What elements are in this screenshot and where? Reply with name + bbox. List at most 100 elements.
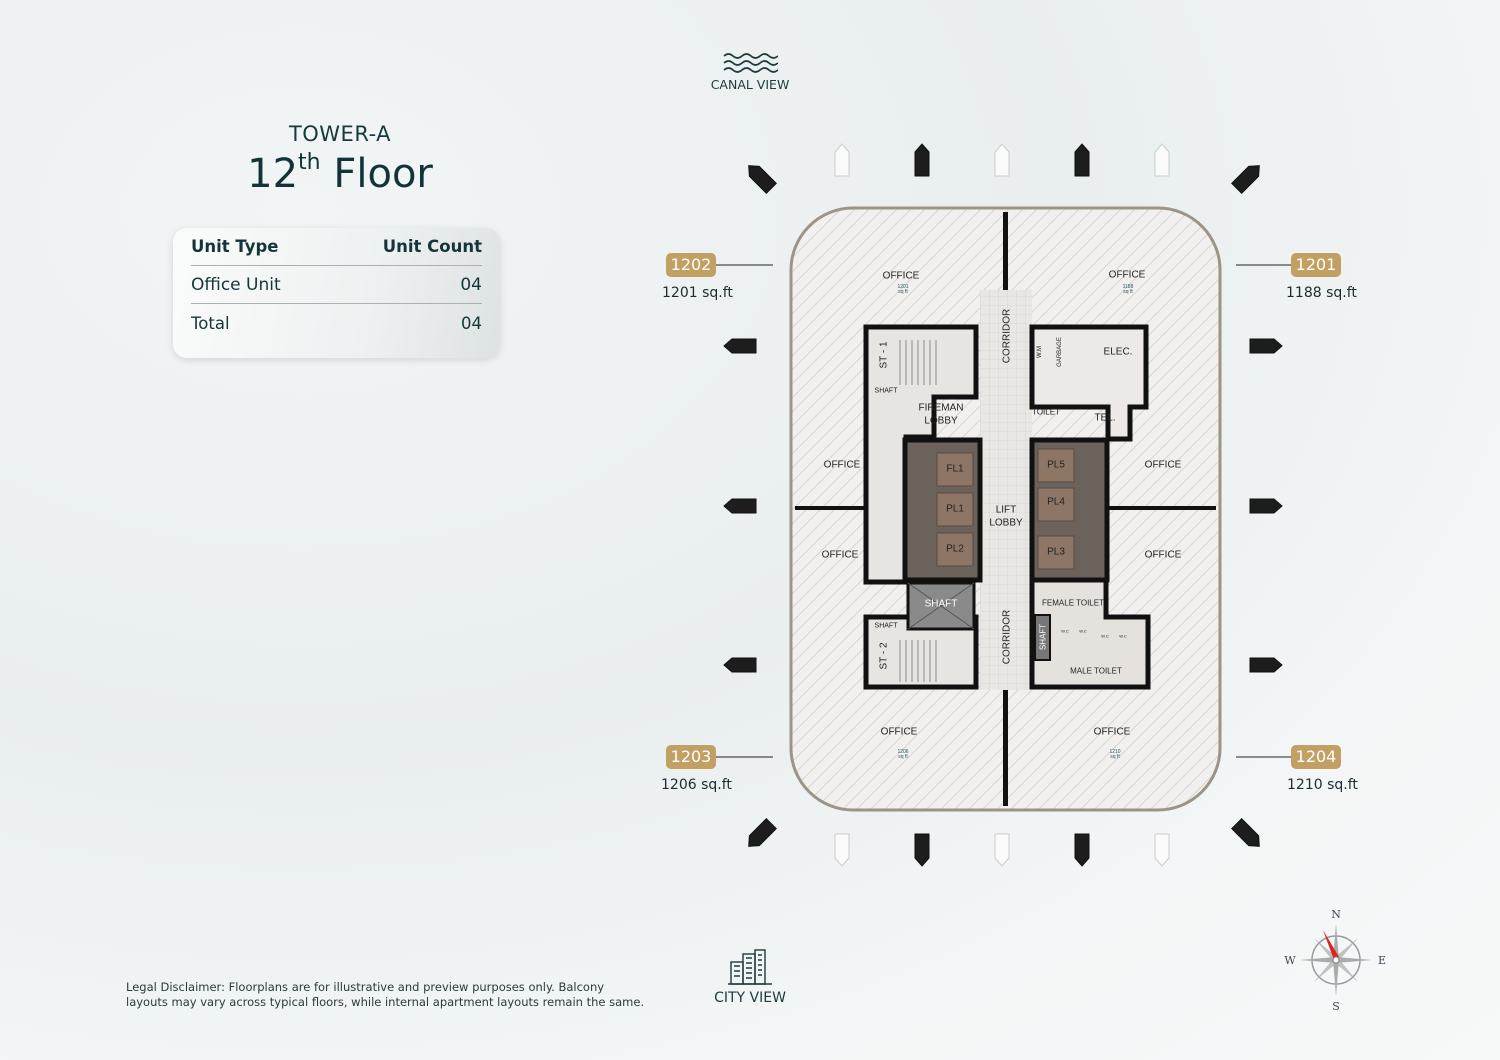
unit-area-1203: 1206 sq.ft xyxy=(661,777,732,793)
unit-type: Office Unit xyxy=(191,274,281,295)
wc-label: W.C xyxy=(1119,633,1127,639)
corridor-label: CORRIDOR xyxy=(1001,308,1013,364)
office-label: OFFICE xyxy=(823,459,861,471)
floor-word: Floor xyxy=(333,151,433,197)
window-marker xyxy=(1231,818,1260,847)
window-marker xyxy=(914,833,930,867)
total-count: 04 xyxy=(461,313,482,333)
fireman-label: FIREMAN xyxy=(918,402,964,414)
unit-table: Unit Type Unit Count Office Unit 04 Total 0… xyxy=(173,228,500,358)
unit-tag-1204[interactable]: 1204 xyxy=(1291,745,1341,769)
window-marker xyxy=(723,498,757,514)
office-label: OFFICE xyxy=(1144,549,1182,561)
lift-lobby-label: LOBBY xyxy=(989,517,1023,529)
floor-number: 12 xyxy=(247,151,299,197)
lift-pl1: PL1 xyxy=(946,503,964,515)
waves-icon xyxy=(723,53,779,73)
lift-label: LIFT xyxy=(995,504,1017,516)
header-unit-count: Unit Count xyxy=(382,237,482,256)
shaft-label: SHAFT xyxy=(924,598,958,610)
buildings-icon xyxy=(728,949,772,985)
lift-fl1: FL1 xyxy=(946,463,964,475)
city-view: CITY VIEW xyxy=(700,948,800,1006)
office-label: OFFICE xyxy=(821,549,859,561)
lift-pl2: PL2 xyxy=(946,543,964,555)
compass-e: E xyxy=(1378,954,1386,967)
unit-tag-1203[interactable]: 1203 xyxy=(666,745,716,769)
legal-disclaimer: Legal Disclaimer: Floorplans are for ill… xyxy=(126,980,645,1009)
window-marker xyxy=(1154,833,1170,867)
unit-area-1204: 1210 sq.ft xyxy=(1287,777,1358,793)
lift-pl3: PL3 xyxy=(1047,546,1065,558)
table-row: Office Unit 04 xyxy=(191,266,482,304)
table-header: Unit Type Unit Count xyxy=(191,228,482,266)
wc-label: W.C xyxy=(1079,628,1087,634)
floor-suffix: th xyxy=(298,150,321,175)
window-marker xyxy=(1249,338,1283,354)
walls xyxy=(795,212,1216,806)
canal-view-label: CANAL VIEW xyxy=(710,77,790,92)
corridor-label: CORRIDOR xyxy=(1001,609,1013,665)
window-marker xyxy=(994,143,1010,177)
window-marker xyxy=(1074,143,1090,177)
stair-2-label: ST - 2 xyxy=(878,642,890,670)
window-marker xyxy=(1249,498,1283,514)
header-unit-type: Unit Type xyxy=(191,237,279,256)
window-marker xyxy=(1231,165,1260,194)
city-view-label: CITY VIEW xyxy=(714,990,786,1006)
unit-count: 04 xyxy=(460,274,482,295)
floor-title: 12th Floor xyxy=(190,150,490,197)
window-marker xyxy=(834,833,850,867)
total-label: Total xyxy=(191,313,230,333)
compass-rose: N S E W xyxy=(1284,908,1386,1013)
unit-tag-1202[interactable]: 1202 xyxy=(666,253,716,277)
window-marker xyxy=(994,833,1010,867)
garbage-label: GARBAGE xyxy=(1057,337,1063,367)
toilet-label: TOILET xyxy=(1032,407,1060,417)
lift-pl4: PL4 xyxy=(1047,496,1065,508)
compass-s: S xyxy=(1332,1000,1340,1013)
window-marker xyxy=(723,338,757,354)
window-marker xyxy=(1074,833,1090,867)
window-markers xyxy=(723,143,1283,867)
leader-lines xyxy=(716,264,1291,758)
compass-n: N xyxy=(1331,908,1341,921)
shaft-label: SHAFT xyxy=(874,622,898,630)
wc-label: W.C xyxy=(1101,633,1109,639)
compass-w: W xyxy=(1284,954,1296,967)
table-total-row: Total 04 xyxy=(191,304,482,342)
window-marker xyxy=(748,165,777,194)
window-marker xyxy=(748,818,777,847)
elec-label: ELEC. xyxy=(1103,346,1133,358)
unit-tag-1201[interactable]: 1201 xyxy=(1291,253,1341,277)
tower-title: TOWER-A xyxy=(288,122,392,146)
window-marker xyxy=(1154,143,1170,177)
window-marker xyxy=(834,143,850,177)
office-label: OFFICE xyxy=(1093,726,1131,738)
female-toilet-label: FEMALE TOILET xyxy=(1042,598,1104,608)
tel-label: TEL. xyxy=(1094,412,1116,424)
office-label: OFFICE xyxy=(882,270,920,282)
fireman-lobby-label: LOBBY xyxy=(924,415,958,427)
wc-label: W.C xyxy=(1061,628,1069,634)
unit-area-1202: 1201 sq.ft xyxy=(662,285,733,301)
office-label: OFFICE xyxy=(1108,269,1146,281)
male-toilet-label: MALE TOILET xyxy=(1070,666,1122,676)
core xyxy=(863,290,1151,690)
window-marker xyxy=(723,657,757,673)
wm-label: W.M xyxy=(1037,346,1043,358)
lift-pl5: PL5 xyxy=(1047,459,1065,471)
office-label: OFFICE xyxy=(1144,459,1182,471)
window-marker xyxy=(914,143,930,177)
unit-area-1201: 1188 sq.ft xyxy=(1286,285,1357,301)
canal-view: CANAL VIEW xyxy=(700,52,800,92)
window-marker xyxy=(1249,657,1283,673)
office-label: OFFICE xyxy=(880,726,918,738)
shaft-label: SHAFT xyxy=(1038,623,1048,651)
stair-1-label: ST - 1 xyxy=(878,341,890,369)
